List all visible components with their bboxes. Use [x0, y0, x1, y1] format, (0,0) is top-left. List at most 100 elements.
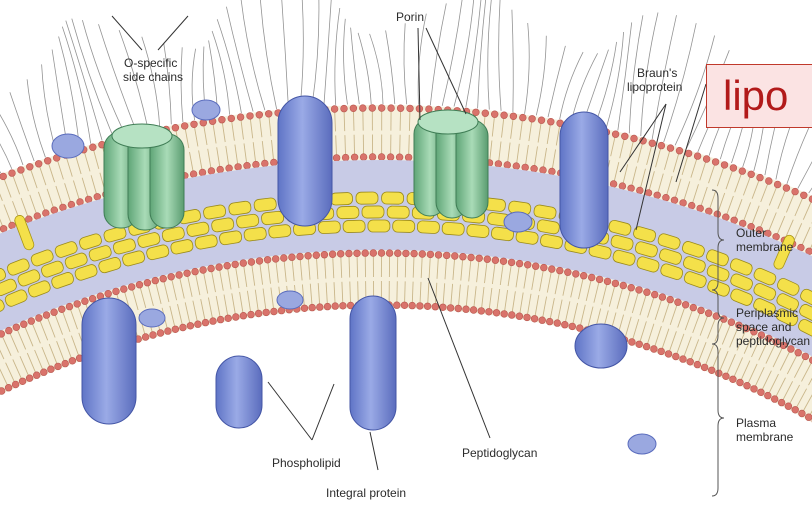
phospholipid-head — [596, 276, 603, 283]
phospholipid-head — [105, 290, 112, 297]
phospholipid-head — [157, 330, 164, 337]
phospholipid-head — [671, 197, 678, 204]
phospholipid-head — [180, 324, 187, 331]
phospholipid-head — [460, 253, 467, 260]
side-chain-strand — [466, 0, 483, 107]
phospholipid-head — [386, 250, 393, 257]
phospholipid-head — [265, 110, 272, 117]
phospholipid-head — [667, 145, 674, 152]
phospholipid-head — [478, 308, 485, 315]
phospholipid-head — [240, 260, 247, 267]
phospholipid-head — [5, 384, 12, 391]
side-chain-strand — [618, 22, 632, 130]
phospholipid-head — [113, 288, 120, 295]
peptidoglycan-unit — [356, 192, 378, 204]
phospholipid-head — [0, 173, 7, 180]
phospholipid-head — [13, 324, 20, 331]
phospholipid-head — [43, 312, 50, 319]
phospholipid-head — [329, 251, 336, 258]
phospholipid-head — [636, 287, 643, 294]
porin-1 — [104, 124, 184, 230]
side-chain-strand — [525, 23, 530, 114]
phospholipid-head — [150, 332, 157, 339]
phospholipid-head — [217, 166, 224, 173]
phospholipid-head — [60, 204, 67, 211]
phospholipid-head — [672, 353, 679, 360]
phospholipid-head — [248, 259, 255, 266]
phospholipid-head — [698, 307, 705, 314]
phospholipid-head — [359, 105, 366, 112]
phospholipid-head — [40, 369, 47, 376]
phospholipid-head — [36, 315, 43, 322]
side-chain-strand — [0, 106, 12, 169]
phospholipid-head — [771, 396, 778, 403]
phospholipid-head — [580, 272, 587, 279]
phospholipid-head — [19, 378, 26, 385]
phospholipid-head — [350, 105, 357, 112]
phospholipid-head — [0, 331, 5, 338]
phospholipid-head — [610, 181, 617, 188]
phospholipid-head — [378, 250, 385, 257]
phospholipid-head — [604, 278, 611, 285]
phospholipid-head — [351, 154, 358, 161]
phospholipid-head — [69, 357, 76, 364]
phospholipid-head — [261, 160, 268, 167]
phospholipid-head — [199, 169, 206, 176]
phospholipid-head — [703, 156, 710, 163]
phospholipid-head — [795, 349, 802, 356]
phospholipid-head — [799, 410, 806, 417]
phospholipid-head — [519, 114, 526, 121]
phospholipid-head — [176, 272, 183, 279]
phospholipid-head — [554, 320, 561, 327]
phospholipid-head — [225, 315, 232, 322]
phospholipid-head — [144, 279, 151, 286]
porin-label: Porin — [396, 10, 424, 24]
phospholipid-head — [187, 322, 194, 329]
phospholipid-head — [271, 308, 278, 315]
phospholipid-head — [263, 309, 270, 316]
phospholipid-head — [393, 302, 400, 309]
phospholipid-head — [501, 112, 508, 119]
side-chain-strand — [181, 47, 183, 122]
side-chain-strand — [358, 33, 371, 104]
side-chain-strand — [404, 23, 407, 104]
periplasm-label-line3: peptidoglycan — [736, 334, 810, 348]
phospholipid-head — [28, 318, 35, 325]
phospholipid-head — [195, 321, 202, 328]
lipo-callout: lipo — [706, 64, 812, 128]
phospholipid-head — [165, 328, 172, 335]
phospholipid-head — [730, 376, 737, 383]
peptidoglycan-unit — [466, 224, 489, 238]
phospholipid-head — [35, 160, 42, 167]
phospholipid-head — [409, 302, 416, 309]
phospholipid-head — [500, 258, 507, 265]
phospholipid-head — [55, 363, 62, 370]
peptidoglycan-unit — [254, 197, 277, 211]
phospholipid-head — [737, 379, 744, 386]
phospholipid-head — [628, 284, 635, 291]
phospholipid-head — [33, 372, 40, 379]
porin-2 — [414, 110, 488, 218]
side-chain-strand — [454, 0, 475, 107]
phospholipid-head — [247, 113, 254, 120]
phospholipid-head — [378, 105, 385, 112]
phospholipid-head — [783, 185, 790, 192]
peptidoglycan-unit — [387, 206, 409, 218]
phospholipid-head — [538, 117, 545, 124]
phospholipid-head — [645, 190, 652, 197]
phospholipid-head — [369, 154, 376, 161]
phospholipid-head — [723, 373, 730, 380]
side-chain-strand — [259, 0, 276, 109]
phospholipid-head — [346, 250, 353, 257]
phospholipid-head — [208, 265, 215, 272]
outer-protein-2 — [560, 112, 608, 248]
phospholipid-head — [658, 348, 665, 355]
phospholipid-head — [89, 295, 96, 302]
side-chain-strand — [300, 0, 303, 107]
plasma-membrane-label-line1: Plasma — [736, 416, 776, 430]
phospholipid-head — [546, 318, 553, 325]
phospholipid-head — [680, 200, 687, 207]
peptidoglycan-unit — [330, 192, 352, 205]
side-chain-strand — [312, 0, 319, 106]
phospholipid-head — [232, 314, 239, 321]
